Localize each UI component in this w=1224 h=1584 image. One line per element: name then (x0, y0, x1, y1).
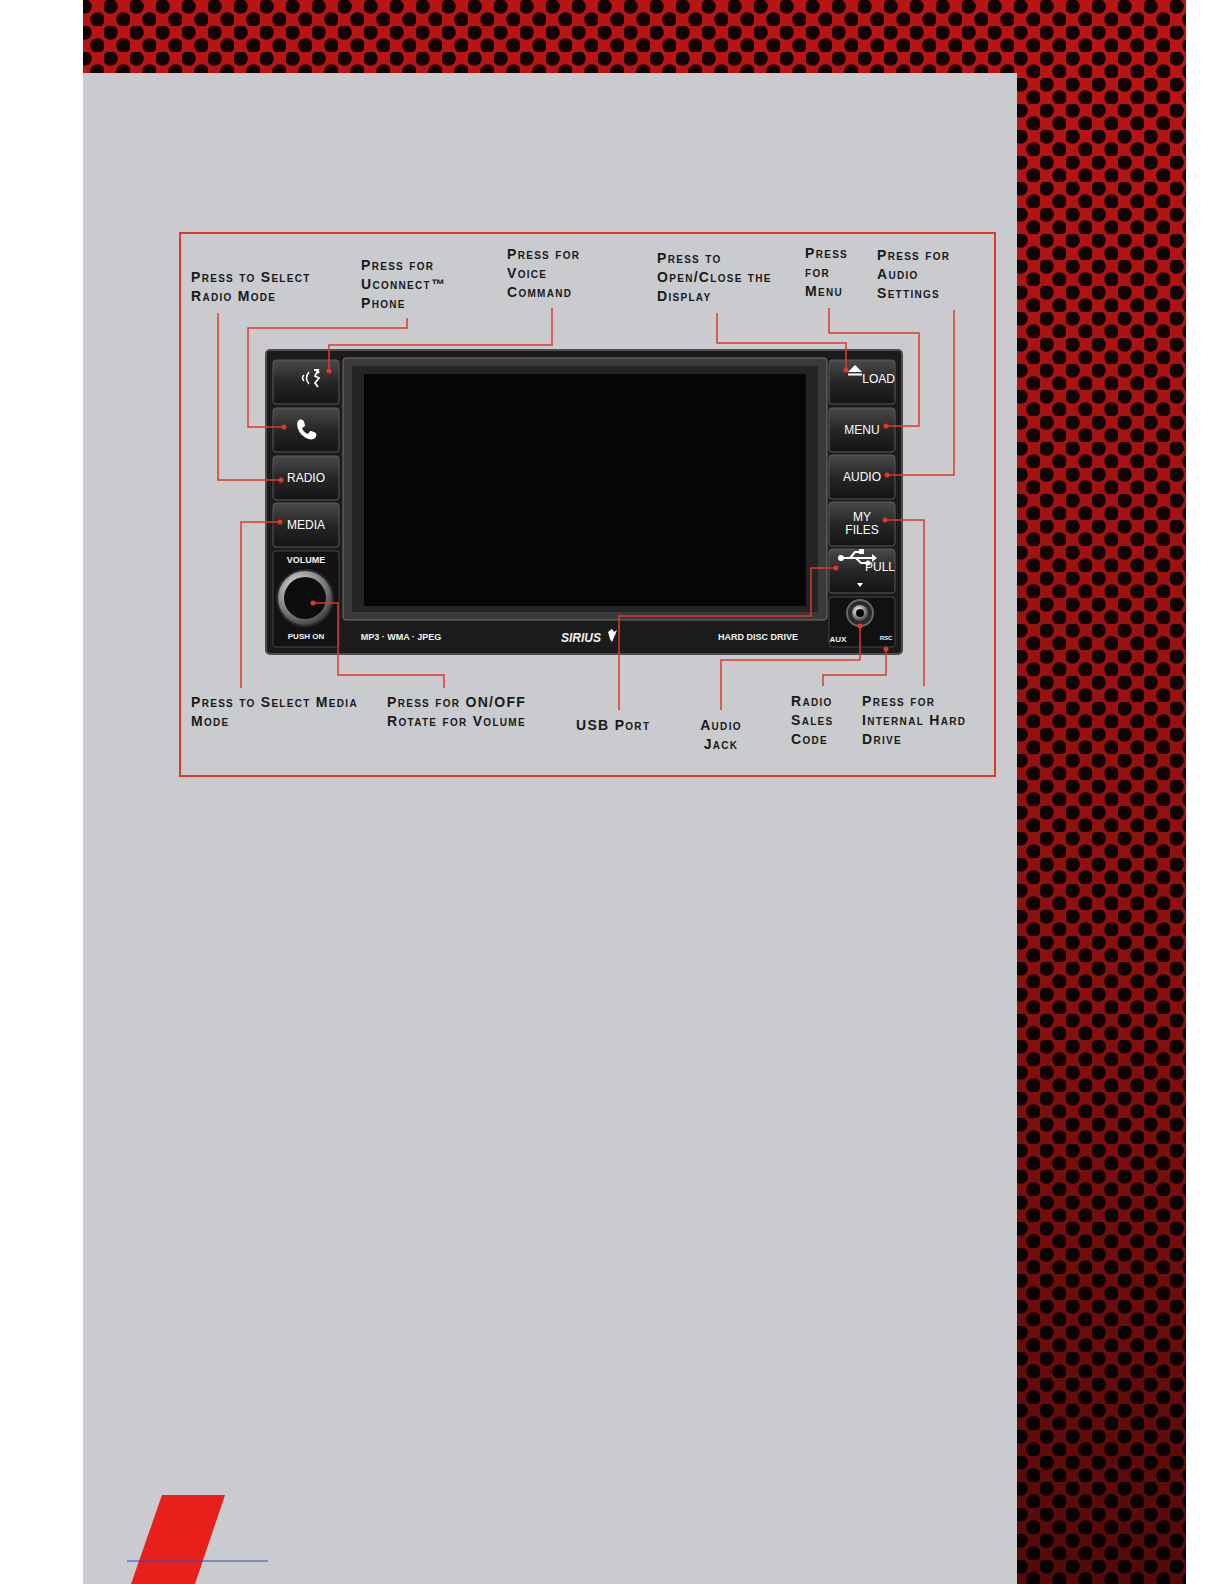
radio-button: MY FILES (829, 502, 895, 546)
button-label: PULL (865, 561, 895, 574)
unit-print: AUX (830, 636, 847, 644)
brand-logo: SIRIUS (561, 632, 601, 644)
callout-text: Press to Select Media Mode (191, 693, 371, 731)
callout-text: Press to Open/Close the Display (657, 249, 785, 306)
callout-text: Press for Voice Command (507, 245, 615, 302)
radio-button: MEDIA (273, 503, 339, 547)
callout-text: Press for Uconnect™ Phone (361, 256, 481, 313)
callout-text: Press for ON/OFF Rotate for Volume (387, 693, 557, 731)
perforated-band (83, 0, 1186, 73)
callout-text: Press for Audio Settings (877, 246, 985, 303)
page-ornament (131, 1495, 225, 1584)
button-label: MENU (844, 424, 879, 437)
callout-text: Radio Sales Code (791, 692, 859, 749)
radio-button: MENU (829, 408, 895, 452)
callout-text: Press for Menu (805, 244, 863, 301)
unit-print: HARD DISC DRIVE (718, 633, 798, 642)
grey-panel (83, 73, 1017, 1584)
perforated-strip (1017, 73, 1186, 1584)
button-label: RADIO (287, 472, 325, 485)
button-label: MY FILES (842, 511, 882, 536)
leader-lines (218, 308, 954, 710)
callout-text: Audio Jack (681, 716, 761, 754)
button-label: MEDIA (287, 519, 325, 532)
unit-print: RSC (880, 635, 893, 641)
callout-text: USB Port (576, 716, 676, 735)
leader-dots (278, 368, 890, 652)
page-underline (127, 1561, 268, 1562)
unit-print: PUSH ON (288, 633, 324, 641)
callout-text: Press for Internal Hard Drive (862, 692, 990, 749)
callout-frame (180, 233, 995, 776)
button-label: AUDIO (843, 471, 881, 484)
unit-print: VOLUME (287, 556, 326, 565)
radio-button: PULL (829, 549, 895, 593)
radio-button: RADIO (273, 456, 339, 500)
radio-button: LOAD (829, 360, 895, 404)
unit-print: MP3 · WMA · JPEG (361, 633, 442, 642)
head-unit (266, 350, 902, 654)
strip-shade (1017, 73, 1186, 1584)
callout-text: Press to Select Radio Mode (191, 268, 315, 306)
radio-button: AUDIO (829, 455, 895, 499)
button-label: LOAD (862, 373, 895, 386)
